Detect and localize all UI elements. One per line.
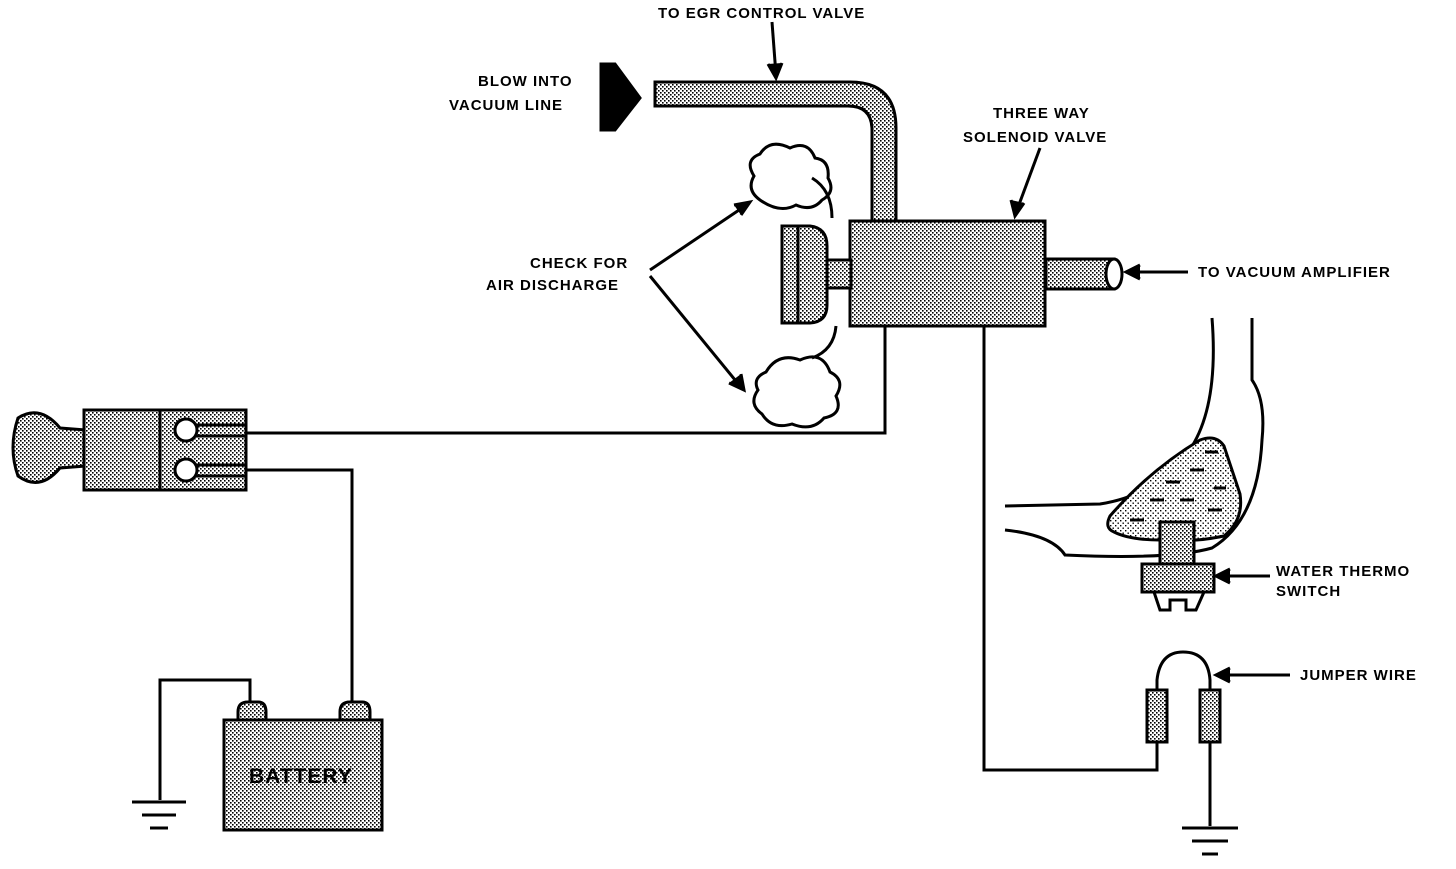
egr-vacuum-hose — [653, 80, 898, 224]
egr-label-arrow — [766, 21, 784, 82]
jumper-wire — [1145, 650, 1222, 744]
electrical-connector — [11, 408, 248, 492]
three-way-solenoid-valve — [780, 219, 1124, 328]
engine-water-jacket — [1004, 317, 1265, 558]
air-discharge-arrows — [648, 199, 754, 393]
amplifier-label-arrow — [1122, 263, 1188, 281]
lower-air-cloud — [752, 325, 842, 429]
wiring — [158, 326, 1212, 826]
jumper-label: JUMPER WIRE — [1300, 667, 1417, 684]
battery-label: BATTERY — [249, 765, 353, 788]
jumper-label-arrow — [1212, 666, 1290, 684]
thermo-label-arrow — [1212, 567, 1270, 585]
check-label-line1: CHECK FOR — [530, 255, 628, 272]
battery-ground-icon — [132, 800, 186, 830]
upper-air-cloud — [748, 142, 834, 219]
solenoid-label-arrow — [1009, 147, 1042, 220]
blow-arrow-icon — [599, 62, 642, 132]
solenoid-label-line2: SOLENOID VALVE — [963, 129, 1107, 146]
thermo-label-line1: WATER THERMO — [1276, 563, 1410, 580]
blow-label-line1: BLOW INTO — [478, 73, 573, 90]
thermo-label-line2: SWITCH — [1276, 583, 1341, 600]
water-thermo-switch — [1140, 520, 1216, 612]
jumper-ground-icon — [1182, 826, 1238, 856]
blow-label-line2: VACUUM LINE — [449, 97, 563, 114]
solenoid-label-line1: THREE WAY — [993, 105, 1090, 122]
egr-label: TO EGR CONTROL VALVE — [658, 5, 865, 22]
amplifier-label: TO VACUUM AMPLIFIER — [1198, 264, 1391, 281]
check-label-line2: AIR DISCHARGE — [486, 277, 619, 294]
battery — [222, 700, 384, 832]
